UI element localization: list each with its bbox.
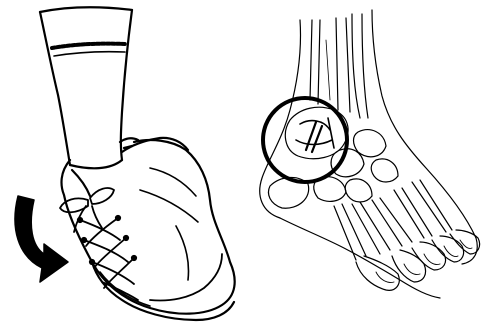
foot-skeleton-illustration	[260, 10, 480, 298]
tarsal-bones-icon	[269, 107, 399, 208]
metatarsal-bones-icon	[334, 180, 452, 260]
injury-highlight-circle	[263, 98, 347, 182]
sock-icon	[40, 7, 132, 168]
laces-icon	[60, 188, 138, 300]
sneaker-icon	[62, 138, 235, 320]
ankle-inversion-illustration	[15, 7, 235, 320]
toe-phalanges-icon	[356, 230, 480, 290]
